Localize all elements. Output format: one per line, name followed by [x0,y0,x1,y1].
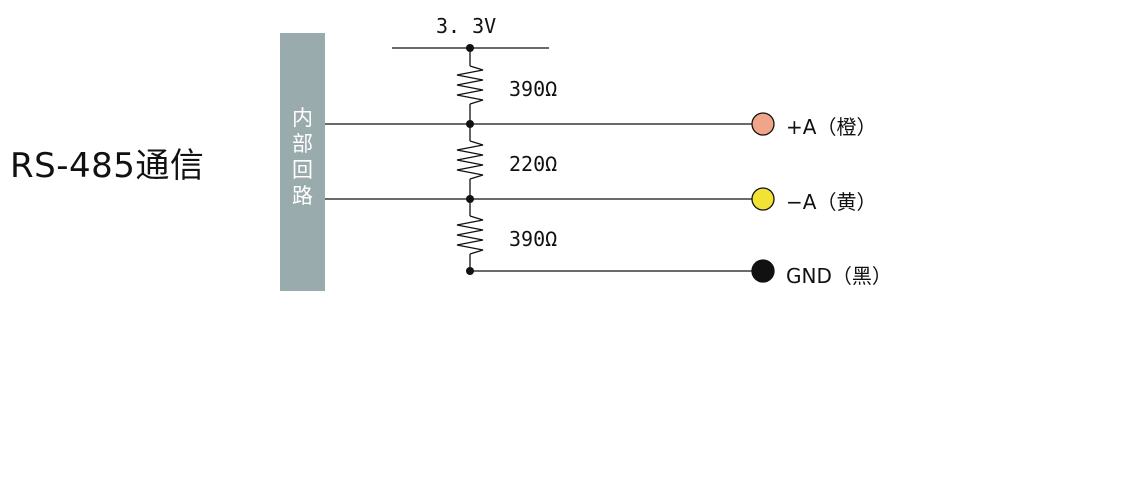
resistor-1-symbol [456,65,484,105]
diagram-title: RS-485通信 [10,146,205,186]
terminal-plus-a [751,112,775,136]
resistor-1-label: 390Ω [509,77,557,101]
inner-circuit-char: 部 [292,132,313,156]
terminal-minus-a-label: −A（黄） [786,190,876,214]
inner-circuit-block: 内 部 回 路 [280,33,325,291]
terminal-plus-a-label: +A（橙） [786,115,876,139]
junction-dot [466,195,474,203]
resistor-3-label: 390Ω [509,227,557,251]
terminal-gnd-label: GND（黑） [786,264,892,288]
inner-circuit-char: 内 [292,106,313,130]
resistor-2-symbol [456,140,484,180]
resistor-3-symbol [456,215,484,255]
inner-circuit-label: 内 部 回 路 [280,105,325,209]
terminal-minus-a [751,187,775,211]
resistor-2-label: 220Ω [509,152,557,176]
terminal-gnd [751,259,775,283]
supply-label: 3. 3V [436,14,496,38]
inner-circuit-char: 回 [292,158,313,182]
inner-circuit-char: 路 [292,184,313,208]
junction-dot [466,120,474,128]
junction-dot [466,44,474,52]
junction-dot [466,267,474,275]
